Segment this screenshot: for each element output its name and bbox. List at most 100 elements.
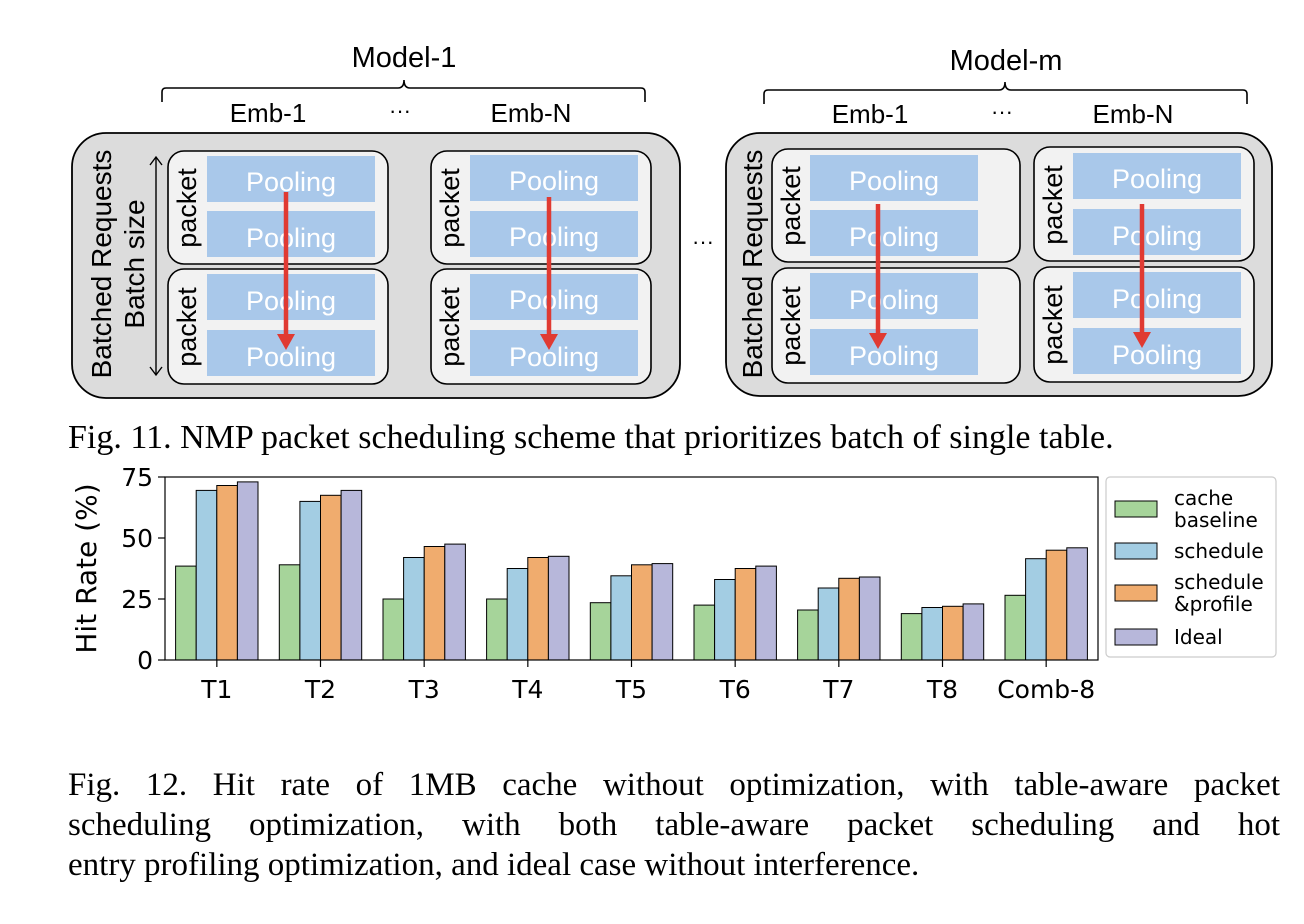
pooling-label: Pooling	[849, 341, 939, 371]
schedule-arrow	[540, 197, 558, 350]
pooling-block	[207, 211, 375, 257]
pooling-label: Pooling	[849, 166, 939, 196]
bar	[817, 587, 840, 661]
bar	[299, 500, 321, 661]
model-m-emb-left: Emb-1	[832, 99, 909, 129]
packet-label: packet	[435, 287, 465, 367]
pooling-label: Pooling	[509, 285, 599, 315]
pooling-block	[470, 274, 638, 320]
pooling-block	[470, 211, 638, 257]
fig11-diagram: Model-1 Emb-1 ··· Emb-N Batched Requests…	[71, 42, 1273, 399]
x-tick-label: T2	[304, 675, 336, 704]
bar	[693, 604, 716, 661]
x-tick-label: T5	[615, 675, 647, 704]
fig11-caption: Fig. 11. NMP packet scheduling scheme th…	[68, 419, 1114, 456]
model-m-label: Model-m	[950, 45, 1063, 77]
x-tick-label: T1	[200, 675, 232, 704]
bar	[1045, 549, 1068, 661]
models-ellipsis: ···	[692, 229, 714, 254]
bar	[527, 557, 549, 661]
x-tick-label: Comb-8	[997, 675, 1095, 704]
fig12-caption-line-3: entry profiling optimization, and ideal …	[68, 847, 920, 883]
bar	[858, 576, 881, 661]
bar	[589, 602, 612, 661]
bar	[921, 607, 944, 661]
model-m-emb-ellipsis: ···	[991, 99, 1013, 124]
pooling-label: Pooling	[246, 167, 336, 197]
packet-label: packet	[172, 168, 202, 248]
pooling-label: Pooling	[509, 222, 599, 252]
pooling-label: Pooling	[1112, 284, 1202, 314]
pooling-label: Pooling	[849, 285, 939, 315]
bar	[236, 481, 259, 661]
pooling-label: Pooling	[1112, 340, 1202, 370]
pooling-label: Pooling	[246, 342, 336, 372]
model-1-side-label: Batched Requests	[86, 150, 117, 379]
model-1-brace	[161, 79, 646, 102]
y-tick-label: 25	[121, 585, 153, 614]
x-tick-label: T4	[511, 675, 543, 704]
pooling-block	[810, 273, 978, 319]
schedule-arrow	[869, 204, 887, 349]
x-tick-label: T3	[408, 675, 440, 704]
y-tick-label: 75	[121, 463, 153, 492]
packet-label: packet	[435, 168, 465, 248]
bar	[797, 609, 819, 661]
fig12-caption: Fig. 12. Hit rate of 1MB cache without o…	[68, 765, 1280, 885]
model-1-label: Model-1	[352, 42, 457, 74]
bar	[651, 563, 674, 661]
batch-size-arrow	[149, 155, 163, 377]
pooling-label: Pooling	[509, 342, 599, 372]
bar	[486, 598, 508, 661]
pooling-label: Pooling	[1112, 221, 1202, 251]
pooling-block	[1073, 153, 1241, 199]
bar	[1004, 594, 1027, 661]
pooling-label: Pooling	[509, 166, 599, 196]
model-1-batch-label: Batch size	[119, 199, 150, 328]
pooling-block	[810, 210, 978, 256]
model-1-group: Model-1 Emb-1 ··· Emb-N Batched Requests…	[71, 42, 681, 399]
packet-label: packet	[1038, 165, 1068, 245]
legend-label: schedule	[1174, 539, 1264, 563]
bar	[382, 598, 405, 661]
bar	[838, 577, 860, 661]
pooling-block	[207, 274, 375, 320]
bar	[1025, 558, 1047, 661]
pooling-block	[470, 155, 638, 201]
bar	[278, 564, 301, 661]
model-1-emb-right: Emb-N	[491, 98, 572, 128]
bar	[734, 568, 757, 661]
bar	[506, 568, 529, 661]
x-tick-label: T8	[926, 675, 958, 704]
bar	[900, 613, 923, 661]
legend-label: cache	[1174, 486, 1233, 510]
y-axis-label: Hit Rate (%)	[70, 483, 103, 653]
bar	[631, 564, 653, 661]
bar	[1066, 547, 1088, 661]
model-1-emb-left: Emb-1	[230, 98, 307, 128]
bar	[216, 485, 238, 661]
pooling-block	[810, 155, 978, 201]
pooling-label: Pooling	[849, 222, 939, 252]
bar	[175, 565, 197, 661]
x-tick-label: T7	[822, 675, 854, 704]
legend-box	[1105, 476, 1277, 658]
schedule-arrow	[1133, 204, 1151, 348]
model-1-emb-ellipsis: ···	[389, 98, 411, 123]
fig12-caption-line-1: Fig. 12. Hit rate of 1MB cache without o…	[68, 767, 1280, 803]
bar	[547, 555, 570, 661]
bar	[714, 579, 736, 661]
model-m-emb-right: Emb-N	[1093, 99, 1174, 129]
bar	[755, 565, 777, 661]
model-m-group: Model-m Emb-1 ··· Emb-N Batched Requests…	[725, 45, 1273, 397]
pooling-block	[810, 329, 978, 375]
bar	[942, 605, 964, 661]
legend-swatch	[1114, 584, 1158, 602]
packet-label: packet	[776, 286, 806, 366]
legend-swatch	[1114, 628, 1158, 646]
legend-label: baseline	[1174, 508, 1258, 532]
x-tick-label: T6	[719, 675, 751, 704]
packet-label: packet	[172, 287, 202, 367]
